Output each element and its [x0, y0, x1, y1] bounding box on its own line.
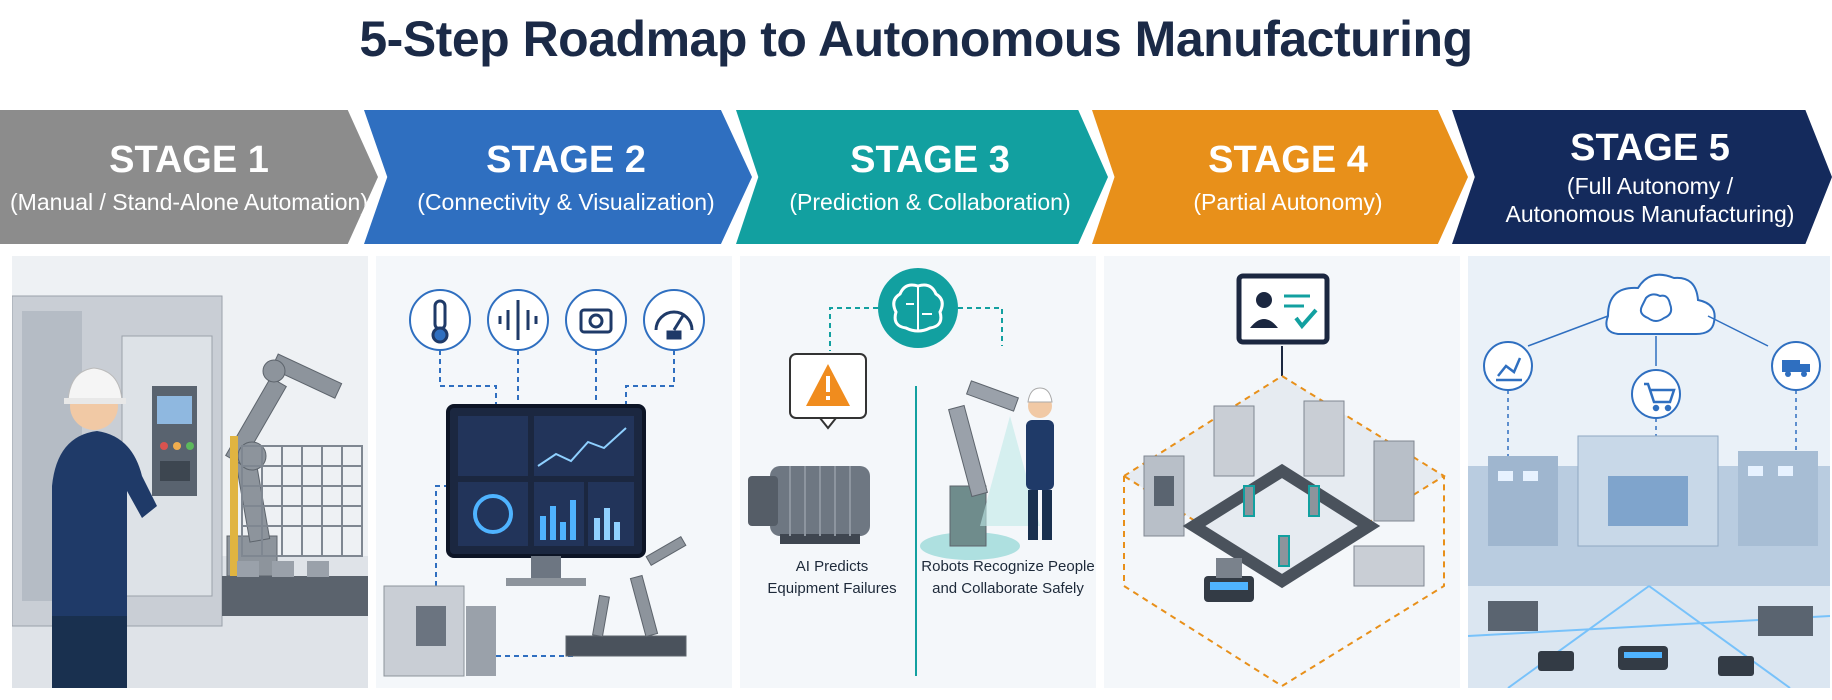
autonomous-floor [1468, 585, 1830, 688]
dashboard-monitor [446, 404, 646, 586]
stage-5-subtitle-line-2: Autonomous Manufacturing) [1505, 201, 1795, 227]
stage-4-scene [1104, 256, 1460, 688]
electric-motor [748, 466, 870, 544]
stage-2-subtitle: (Connectivity & Visualization) [417, 189, 715, 215]
stage-5-arrow: STAGE 5 (Full Autonomy / Autonomous Manu… [1452, 110, 1832, 244]
stage-3-illustration: AI Predicts Equipment Failures Robots Re… [740, 256, 1096, 688]
safety-fence [230, 436, 363, 596]
page-title: 5-Step Roadmap to Autonomous Manufacturi… [359, 11, 1473, 67]
stage-3-subtitle: (Prediction & Collaboration) [789, 189, 1071, 215]
remote-monitoring-icon [1236, 273, 1330, 345]
caption-robots-recognize: Robots Recognize People [921, 558, 1095, 575]
conveyor-belt [222, 561, 368, 616]
stage-1-label: STAGE 1 [109, 139, 269, 181]
caption-collaborate-safely: and Collaborate Safely [932, 580, 1084, 597]
camera-icon [565, 289, 627, 351]
stage-5-subtitle: (Full Autonomy / [1566, 173, 1734, 199]
gauge-icon [643, 289, 705, 351]
caption-equipment-failures: Equipment Failures [767, 580, 897, 597]
stage-3-arrow: STAGE 3 (Prediction & Collaboration) [736, 110, 1108, 244]
stage-5-label: STAGE 5 [1570, 127, 1730, 169]
collaborative-robot [920, 380, 1040, 560]
stage-1-subtitle: (Manual / Stand-Alone Automation) [10, 189, 368, 215]
stage-4-label: STAGE 4 [1208, 139, 1368, 181]
warning-icon [789, 353, 867, 430]
stage-2-scene [376, 256, 732, 688]
caption-ai-predicts: AI Predicts [795, 558, 869, 575]
stage-1-illustration [12, 256, 368, 688]
stage-4-subtitle: (Partial Autonomy) [1193, 189, 1383, 215]
stage-2-arrow: STAGE 2 (Connectivity & Visualization) [364, 110, 752, 244]
machine-operator [52, 367, 157, 688]
worker [1026, 387, 1054, 540]
stage-3-label: STAGE 3 [850, 139, 1010, 181]
robot-arms [1243, 485, 1320, 567]
agv-robot [1204, 558, 1254, 602]
stage-1-arrow: STAGE 1 (Manual / Stand-Alone Automation… [0, 110, 378, 244]
cnc-machine-small [383, 585, 496, 677]
stage-5-scene [1468, 256, 1830, 688]
robot-arms-small [565, 535, 687, 657]
stage-4-arrow: STAGE 4 (Partial Autonomy) [1092, 110, 1468, 244]
ai-brain-icon [878, 268, 958, 348]
smart-factory-buildings [1468, 435, 1830, 586]
stage-2-label: STAGE 2 [486, 139, 646, 181]
stage-3-scene [740, 256, 1096, 688]
stage-4-illustration [1104, 256, 1460, 688]
stage-arrows: STAGE 1 (Manual / Stand-Alone Automation… [0, 110, 1832, 244]
stage-5-illustration [1468, 256, 1830, 688]
cloud-brain-icon [1605, 273, 1716, 335]
automated-cells [1143, 400, 1425, 587]
stage-2-illustration [376, 256, 732, 688]
stage-1-scene [12, 256, 368, 688]
